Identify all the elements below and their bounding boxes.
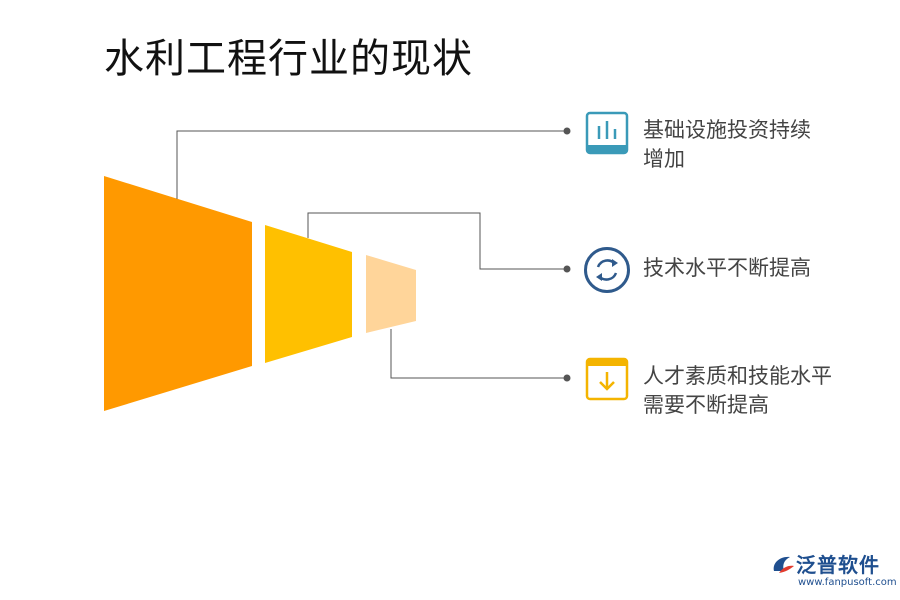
item-1-line1: 基础设施投资持续 [643,118,811,142]
item-3-line1: 人才素质和技能水平 [643,364,832,388]
funnel-segment-1 [104,176,252,411]
item-2-line1: 技术水平不断提高 [643,256,811,280]
connector-dot-1 [563,127,571,135]
brand-mark-icon [773,556,794,573]
item-1-line2: 增加 [643,147,685,171]
item-2-text: 技术水平不断提高 [643,254,873,283]
brand-url: www.fanpusoft.com [798,577,897,588]
brand-logo: 泛普软件 www.fanpusoft.com [770,553,897,588]
item-3-line2: 需要不断提高 [643,393,769,417]
connector-line-1 [176,130,567,199]
funnel-segment-3 [366,255,416,333]
item-1-text: 基础设施投资持续 增加 [643,116,873,174]
item-3-text: 人才素质和技能水平 需要不断提高 [643,362,873,420]
funnel-segment-2 [265,225,352,363]
download-box-icon [585,357,629,401]
page-title: 水利工程行业的现状 [104,36,473,82]
connector-line-3 [390,329,567,379]
connector-dot-3 [563,374,571,382]
brand-name: 泛普软件 [796,553,880,577]
connector-dot-2 [563,265,571,273]
connector-line-2 [307,212,567,270]
refresh-icon [584,247,630,293]
bar-chart-icon [585,111,629,155]
